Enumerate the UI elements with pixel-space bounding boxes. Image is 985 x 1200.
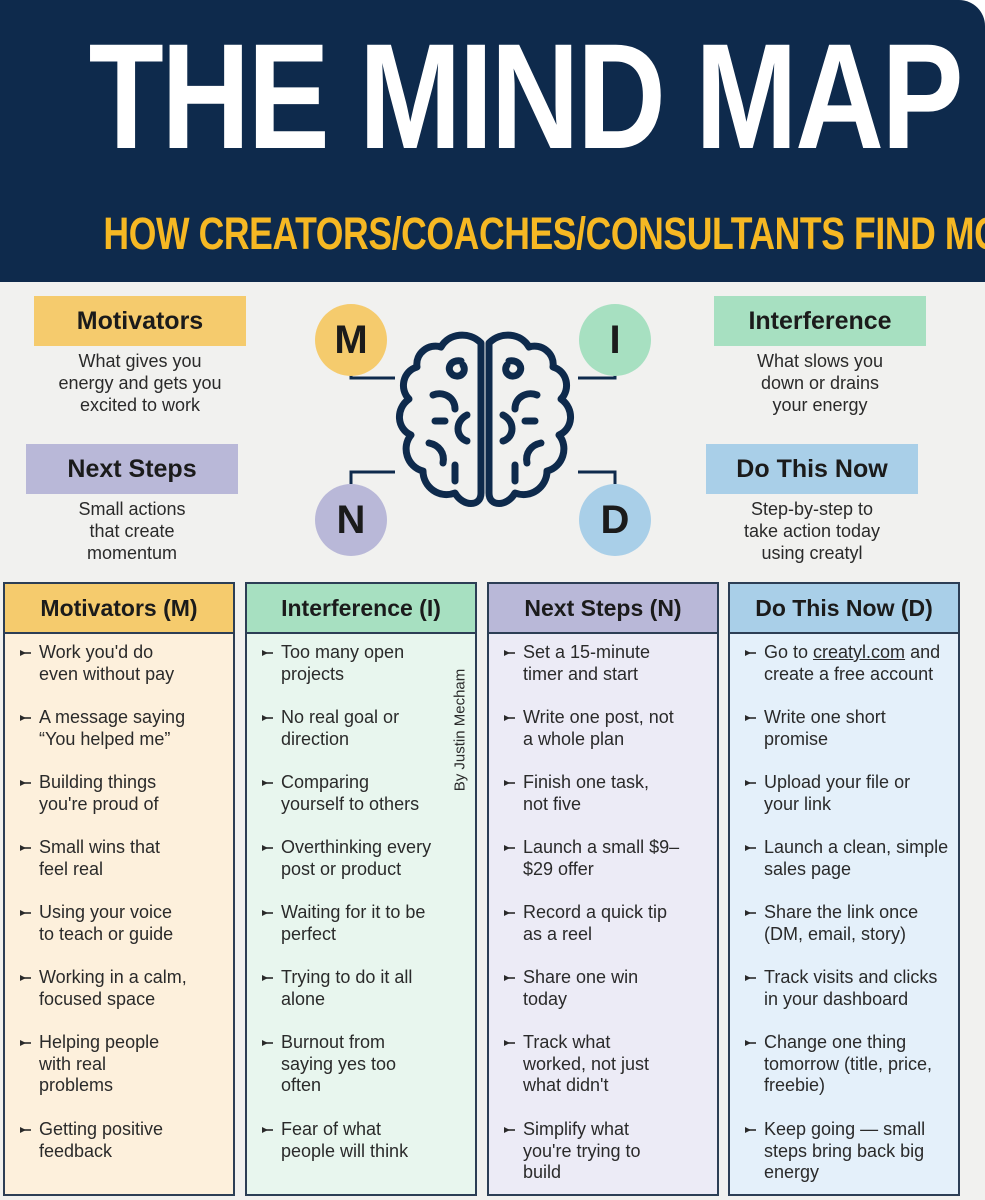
bullet-icon	[20, 780, 31, 786]
list-item-text: Change one thing tomorrow (title, price,…	[764, 1032, 933, 1095]
list-item-text: Work you'd do even without pay	[39, 642, 175, 684]
list-item-text: Launch a small $9– $29 offer	[523, 837, 680, 879]
list-item-text: Getting positive feedback	[39, 1119, 164, 1161]
creatyl-link[interactable]: creatyl.com	[813, 642, 906, 662]
motivators-column-heading: Motivators (M)	[5, 584, 233, 634]
list-item-text: Track what worked, not just what didn't	[523, 1032, 650, 1095]
list-item-text: Go to creatyl.com and create a free acco…	[764, 642, 941, 684]
author-credit-text: By Justin Mecham	[451, 668, 469, 792]
bullet-icon	[504, 910, 515, 916]
bullet-icon	[20, 715, 31, 721]
bullet-icon	[20, 975, 31, 981]
do-this-now-column: Do This Now (D) Go to creatyl.com and cr…	[728, 582, 960, 1196]
list-item-text: Waiting for it to be perfect	[281, 902, 426, 944]
next-steps-column: Next Steps (N) Set a 15-minute timer and…	[487, 582, 719, 1196]
list-item-text: No real goal or direction	[281, 707, 400, 749]
interference-label: Interference	[714, 296, 926, 346]
list-item-text: Comparing yourself to others	[281, 772, 420, 814]
interference-column-heading: Interference (I)	[247, 584, 475, 634]
list-item-text: Overthinking every post or product	[281, 837, 432, 879]
next-steps-column-heading: Next Steps (N)	[489, 584, 717, 634]
bullet-icon	[504, 780, 515, 786]
bullet-icon	[745, 845, 756, 851]
list-item-text: Track visits and clicks in your dashboar…	[764, 967, 938, 1009]
bullet-icon	[504, 845, 515, 851]
list-item-text: Upload your file or your link	[764, 772, 911, 814]
do-this-now-desc: Step-by-step to take action today using …	[743, 499, 881, 563]
list-item-text: Write one short promise	[764, 707, 886, 749]
bullet-icon	[504, 715, 515, 721]
do-this-now-column-heading: Do This Now (D)	[730, 584, 958, 634]
bullet-icon	[745, 975, 756, 981]
list-item-text: Simplify what you're trying to build	[523, 1119, 641, 1182]
bullet-icon	[20, 1127, 31, 1133]
bullet-icon	[262, 780, 273, 786]
list-item-text: Share one win today	[523, 967, 639, 1009]
list-item-text: Trying to do it all alone	[281, 967, 413, 1009]
list-item-text: Launch a clean, simple sales page	[764, 837, 949, 879]
bullet-icon	[504, 975, 515, 981]
bullet-icon	[504, 650, 515, 656]
list-item-text: Working in a calm, focused space	[39, 967, 187, 1009]
list-item-text: Helping people with real problems	[39, 1032, 160, 1095]
list-item-text: Share the link once (DM, email, story)	[764, 902, 919, 944]
bullet-icon	[20, 910, 31, 916]
n-circle: N	[315, 484, 387, 556]
bullet-icon	[20, 845, 31, 851]
bullet-icon	[745, 1040, 756, 1046]
bullet-icon	[262, 1127, 273, 1133]
bullet-icon	[262, 910, 273, 916]
next-steps-desc: Small actions that create momentum	[78, 499, 186, 563]
bullet-icon	[20, 1040, 31, 1046]
page-title: THE MIND MAP	[88, 12, 964, 180]
interference-desc: What slows you down or drains your energ…	[756, 351, 884, 415]
bullet-icon	[745, 1127, 756, 1133]
bullet-icon	[262, 845, 273, 851]
bullet-icon	[20, 650, 31, 656]
d-circle: D	[579, 484, 651, 556]
list-item-text: Finish one task, not five	[523, 772, 650, 814]
bullet-icon	[262, 715, 273, 721]
motivators-desc: What gives you energy and gets you excit…	[58, 351, 222, 415]
header-banner: THE MIND MAP HOW CREATORS/COACHES/CONSUL…	[0, 0, 985, 282]
motivators-column: Motivators (M) Work you'd do even withou…	[3, 582, 235, 1196]
page-subtitle: HOW CREATORS/COACHES/CONSULTANTS FIND MO…	[103, 208, 985, 259]
bullet-icon	[262, 1040, 273, 1046]
list-item-text: Keep going — small steps bring back big …	[764, 1119, 926, 1182]
list-item-text: Record a quick tip as a reel	[523, 902, 668, 944]
next-steps-label: Next Steps	[26, 444, 238, 494]
list-item-text: Too many open projects	[281, 642, 405, 684]
bullet-icon	[745, 650, 756, 656]
do-this-now-label: Do This Now	[706, 444, 918, 494]
list-item-text: Set a 15-minute timer and start	[523, 642, 651, 684]
list-item-text: Burnout from saying yes too often	[281, 1032, 397, 1095]
bullet-icon	[504, 1127, 515, 1133]
list-item-text: A message saying “You helped me”	[39, 707, 186, 749]
brain-icon	[396, 331, 574, 507]
bullet-icon	[745, 910, 756, 916]
bullet-icon	[262, 650, 273, 656]
motivators-label: Motivators	[34, 296, 246, 346]
list-item-text: Write one post, not a whole plan	[523, 707, 674, 749]
bullet-icon	[262, 975, 273, 981]
author-credit: By Justin Mecham	[440, 650, 480, 810]
m-circle: M	[315, 304, 387, 376]
list-item-text: Using your voice to teach or guide	[39, 902, 174, 944]
bullet-icon	[745, 780, 756, 786]
list-item-text: Building things you're proud of	[39, 772, 159, 814]
list-item-text: Small wins that feel real	[39, 837, 161, 879]
i-circle: I	[579, 304, 651, 376]
list-item-text: Fear of what people will think	[281, 1119, 409, 1161]
bullet-icon	[504, 1040, 515, 1046]
bullet-icon	[745, 715, 756, 721]
